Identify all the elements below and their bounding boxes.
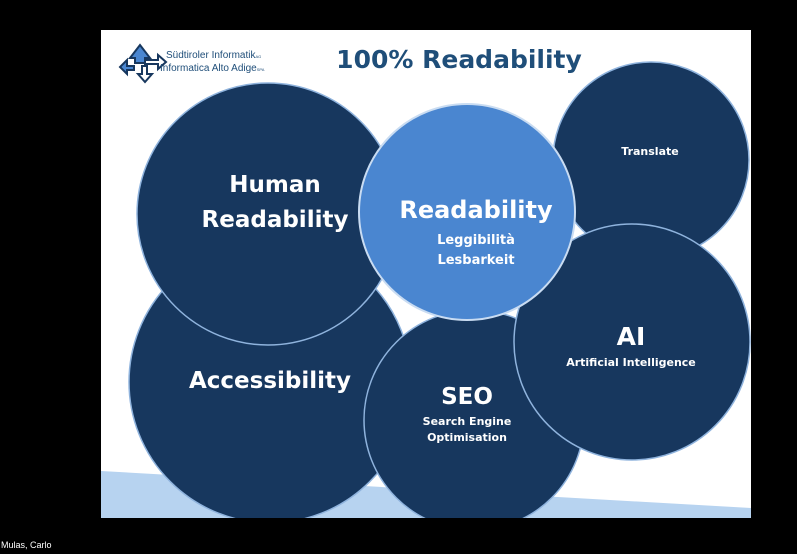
seo-sub1: Search Engine — [423, 415, 512, 428]
svg-text:Südtiroler InformatikAG: Südtiroler InformatikAG — [166, 50, 261, 61]
human-line1: Human — [229, 172, 320, 198]
seo-label: SEO — [441, 384, 493, 410]
svg-text:Informatica Alto AdigeSPA: Informatica Alto AdigeSPA — [160, 63, 265, 74]
logo-line2: Informatica Alto Adige — [160, 63, 257, 74]
logo-line1: Südtiroler Informatik — [166, 50, 256, 61]
readability-sub2: Lesbarkeit — [437, 253, 514, 268]
readability-sub1: Leggibilità — [437, 233, 515, 248]
readability-label: Readability — [399, 196, 553, 224]
circle-readability — [358, 103, 576, 321]
circle-ai — [513, 223, 751, 461]
logo — [118, 43, 168, 84]
translate-label: Translate — [621, 145, 678, 158]
ai-label: AI — [617, 322, 646, 351]
accessibility-label: Accessibility — [189, 368, 351, 394]
human-line2: Readability — [202, 207, 349, 233]
seo-sub2: Optimisation — [427, 431, 507, 444]
ai-sub: Artificial Intelligence — [566, 356, 696, 369]
participant-name: Mulas, Carlo — [1, 540, 52, 550]
slide-title: 100% Readability — [336, 45, 582, 74]
